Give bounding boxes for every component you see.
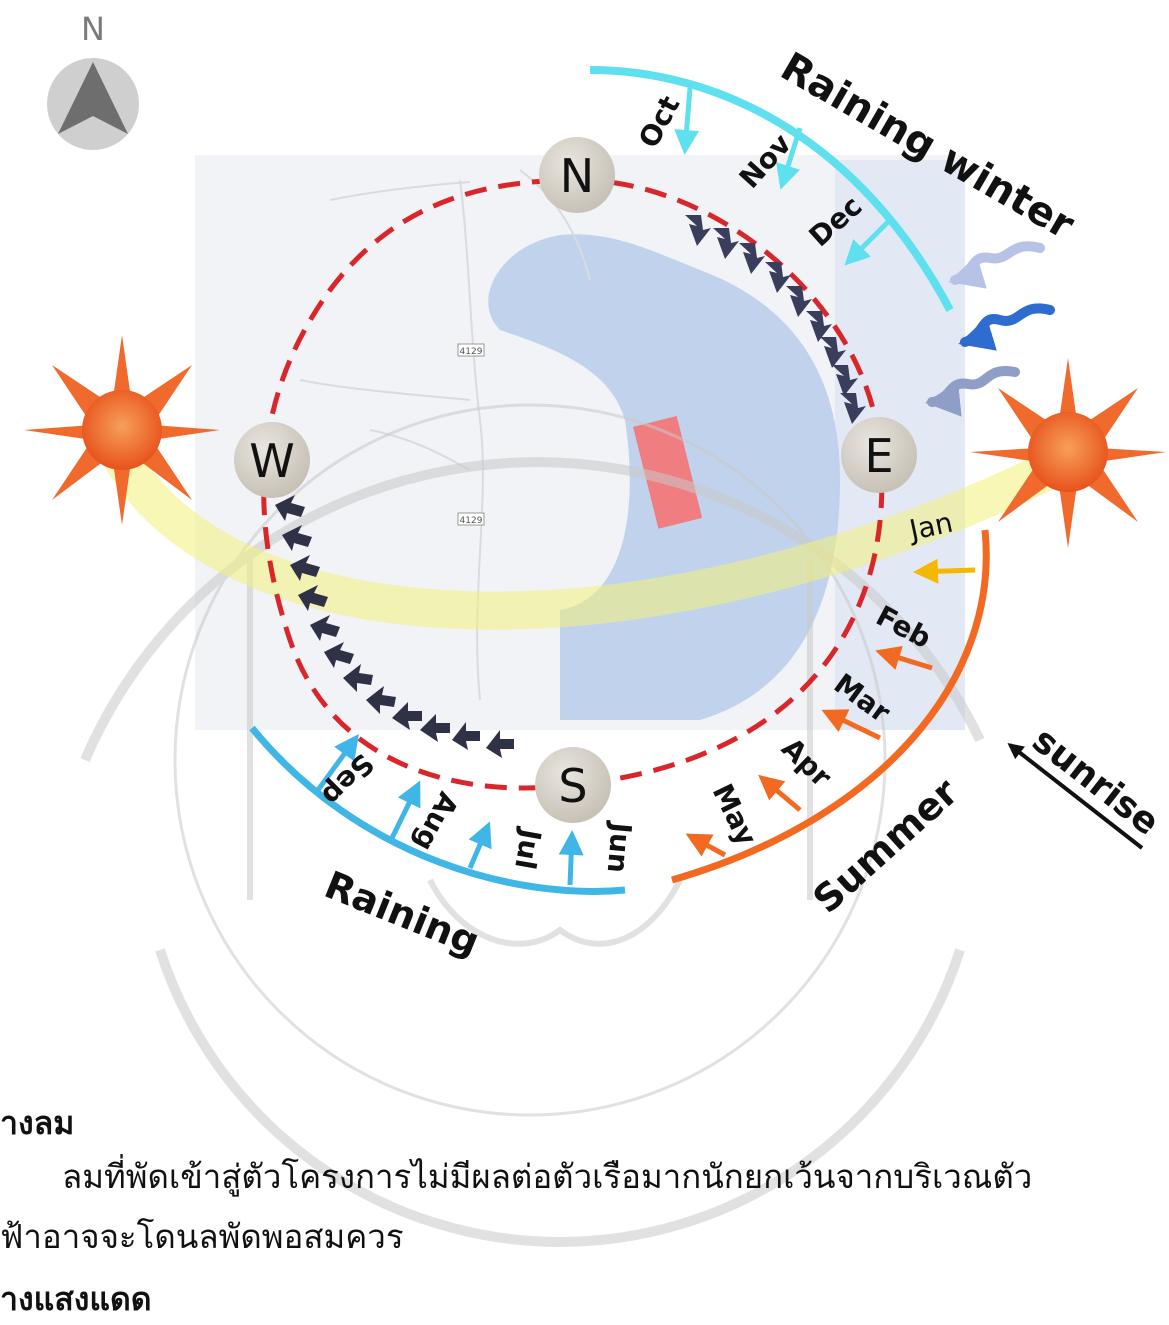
north-marker: N <box>539 137 615 213</box>
summer-arc <box>671 529 990 884</box>
university-seal-watermark <box>80 403 985 1247</box>
sun-path-band <box>101 436 1079 630</box>
label-month-oct: Oct <box>632 90 686 153</box>
west-marker-label: W <box>249 434 294 488</box>
sunset-sun-icon <box>24 335 220 525</box>
label-month-jul: Jul <box>508 825 548 872</box>
label-month-aug: Aug <box>407 787 465 857</box>
label-raining: Raining <box>319 863 486 965</box>
orientation-ring-path <box>261 177 885 791</box>
section-heading-wind: างลม <box>0 1104 75 1142</box>
south-marker: S <box>535 747 611 823</box>
sunrise-sun-icon <box>970 358 1166 548</box>
road-number-label: 4129 <box>460 347 483 357</box>
label-month-may: May <box>706 779 764 851</box>
paragraph-wind-line-2: ฟ้าอาจจะโดนลพัดพอสมควร <box>0 1217 404 1256</box>
label-month-jun: Jun <box>601 819 638 874</box>
label-sunrise: sunrise <box>1024 720 1166 844</box>
label-month-apr: Apr <box>775 731 838 793</box>
south-marker-label: S <box>558 759 587 813</box>
site-building <box>633 415 703 529</box>
raining-arc <box>249 725 626 895</box>
road-number-label-2: 4129 <box>460 516 483 526</box>
north-marker-label: N <box>560 149 594 203</box>
east-marker: E <box>841 417 917 493</box>
road-label-1: 4129 <box>457 343 485 357</box>
paragraph-wind-line-1: ลมที่พัดเข้าสู่ตัวโครงการไม่มีผลต่อตัวเร… <box>62 1157 1033 1196</box>
winter-wind-arrows <box>685 215 866 424</box>
road-label-2: 4129 <box>457 512 485 526</box>
compass-icon <box>47 58 139 150</box>
section-heading-sun: างแสงแดด <box>0 1280 152 1318</box>
west-marker: W <box>234 422 310 498</box>
label-summer: Summer <box>805 770 967 922</box>
east-marker-label: E <box>864 429 893 483</box>
wind-arrows-east <box>925 241 1055 417</box>
raining-winter-arc <box>589 66 954 312</box>
sunrise-arrow <box>1007 743 1144 850</box>
rainy-wind-arrows <box>275 495 514 758</box>
compass-north-label: N <box>81 10 105 48</box>
